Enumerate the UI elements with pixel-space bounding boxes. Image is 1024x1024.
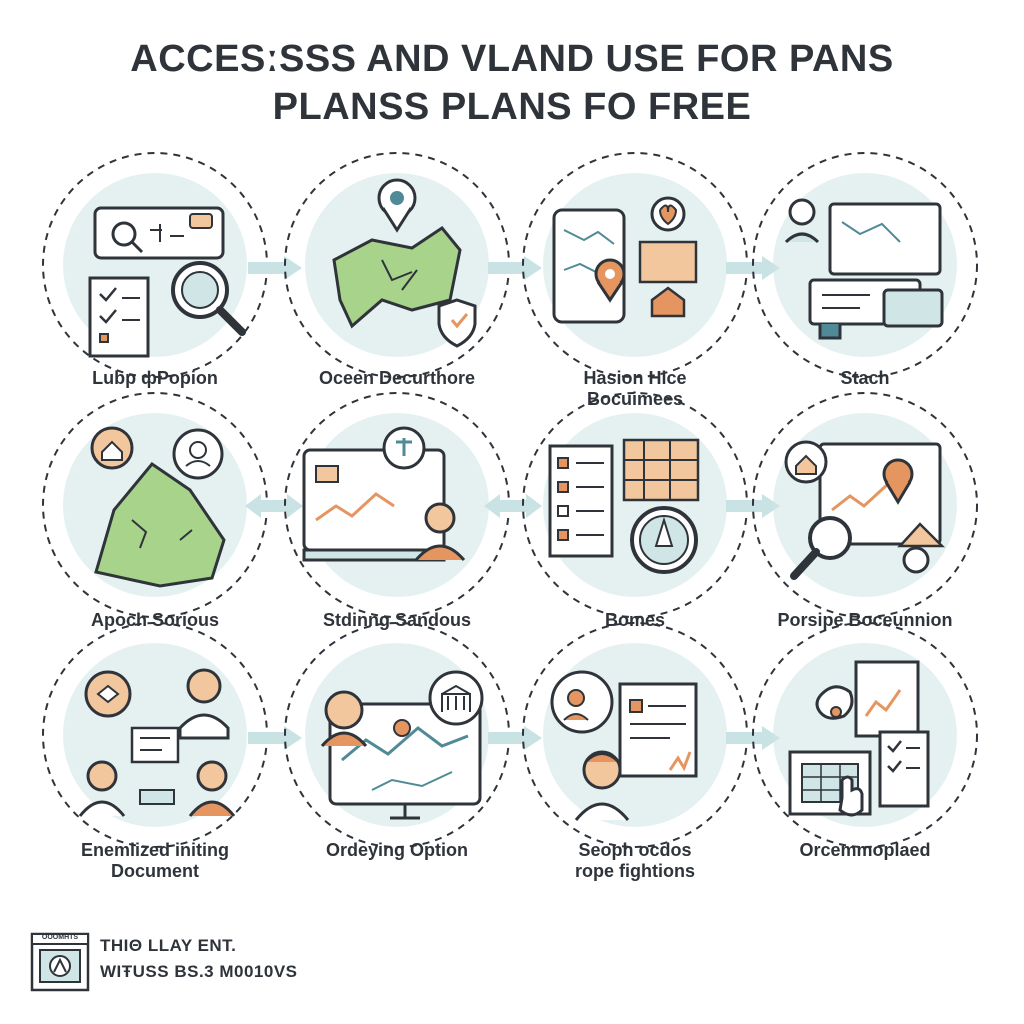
arrow-right-icon [248,256,302,280]
title-line-1: ACCESːSSS AND VLAND USE FOR PANS [130,38,894,80]
step-9: Enemlized initing Document [40,620,270,890]
step-5: Apoch Sorious [40,390,270,650]
step-8-caption: Porsipe Boceunnion [777,610,953,630]
footer-line-1: THIΘ LLAY ENT. [100,936,237,955]
step-2: Oceen Decurthore [282,150,512,420]
checklist-compass-icon [522,392,748,618]
step-6: Stdinng Sandous [282,390,512,650]
arrow-bidirectional-icon [245,494,303,518]
workstation-icon [752,152,978,378]
step-4: Stach [750,150,980,420]
tablet-map-icon [522,152,748,378]
footer-line-2: WIŦUSS BS.3 M0010VS [100,962,298,981]
search-documents-icon [42,152,268,378]
step-8: Porsipe Boceunnion [750,390,980,650]
step-12: Orcemmoplaed [750,620,980,890]
map-location-icon [284,152,510,378]
step-3-caption: Hasion Hice Bocuimees [520,368,750,410]
step-9-caption: Enemlized initing Document [80,840,229,881]
online-planning-icon [284,622,510,848]
arrow-right-icon [488,256,542,280]
arrow-right-icon [726,726,780,750]
arrow-right-icon [488,726,542,750]
step-12-caption: Orcemmoplaed [799,840,931,860]
step-7: Bomes [520,390,750,650]
arrow-right-icon [726,256,780,280]
step-3: Hasion Hice Bocuimees [520,150,750,420]
step-11-caption: Seoph ocdos rope fightions [575,840,695,881]
step-10: Ordeying Option [282,620,512,890]
arrow-bidirectional-icon [484,494,542,518]
badge-label: OOOMHTS [41,934,79,941]
title-line-2: PLANSS PLANS FO FREE [272,86,752,128]
arrow-right-icon [248,726,302,750]
step-6-caption: Stdinng Sandous [323,610,471,630]
arrow-right-icon [726,494,780,518]
step-5-caption: Apoch Sorious [90,610,219,630]
step-10-caption: Ordeying Option [326,840,468,860]
step-1-caption: Lubp фPopion [92,368,218,388]
step-1: Lubp фPopion [40,150,270,420]
terrain-map-icon [42,392,268,618]
step-4-caption: Stach [840,368,890,388]
step-11: Seoph ocdos rope fightions [520,620,750,890]
badge-icon [30,932,90,992]
consultation-icon [522,622,748,848]
step-3-caption-line: Hasion Hice Bocuimees [583,368,687,409]
approval-document-icon [752,622,978,848]
team-meeting-icon [42,622,268,848]
monitor-planner-icon [284,392,510,618]
step-2-caption: Oceen Decurthore [318,368,476,388]
property-review-icon [752,392,978,618]
